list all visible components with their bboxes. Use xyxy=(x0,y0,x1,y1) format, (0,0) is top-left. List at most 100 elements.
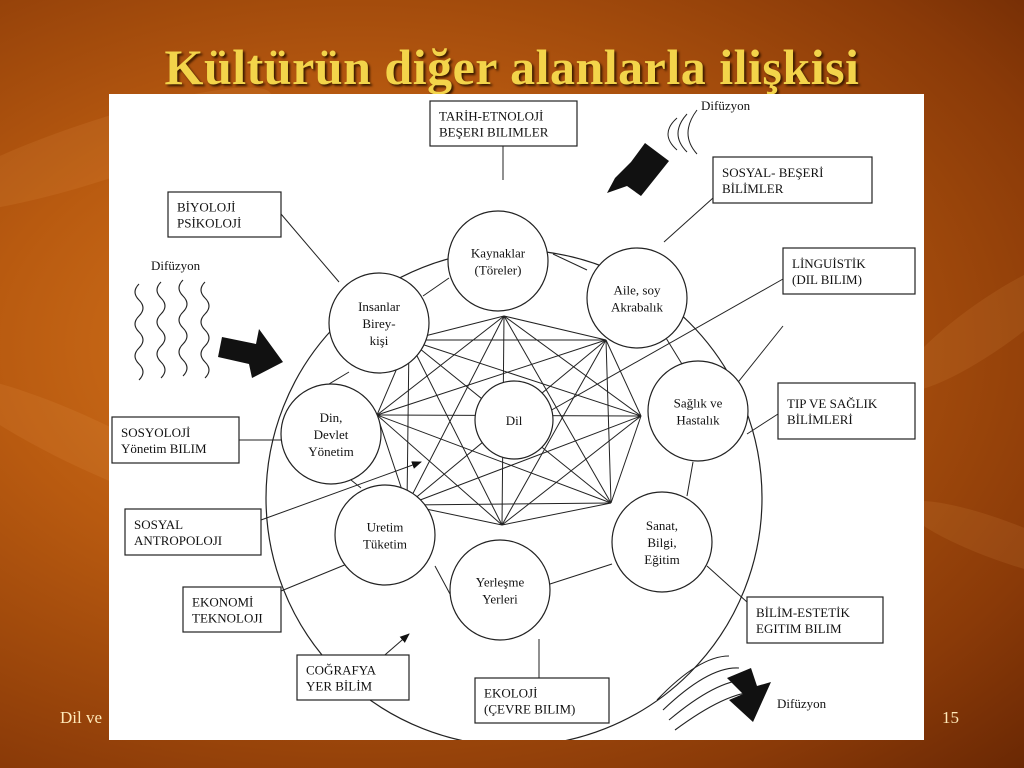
connector-line xyxy=(280,563,348,592)
diffusion-waves-left xyxy=(134,279,210,381)
diffusion-label-bottom-right: Difüzyon xyxy=(777,696,827,711)
node-label: Uretim xyxy=(367,520,404,535)
box-rect xyxy=(111,416,240,464)
diffusion-label-top-right: Difüzyon xyxy=(701,98,751,113)
box-label: TEKNOLOJI xyxy=(192,611,263,626)
node-circle xyxy=(474,380,554,460)
box-rect xyxy=(296,654,410,701)
node-circle xyxy=(280,383,382,485)
connector-line xyxy=(350,479,362,489)
node-label: Kaynaklar xyxy=(471,246,526,261)
box-label: EKONOMİ xyxy=(192,595,253,610)
node-label: Bilgi, xyxy=(647,535,676,550)
node-sanat: Sanat, Bilgi, Eğitim xyxy=(611,491,713,593)
box-rect xyxy=(474,677,610,724)
box-label: COĞRAFYA xyxy=(306,663,377,678)
node-circle xyxy=(611,491,713,593)
box-rect xyxy=(182,586,282,633)
connector-line xyxy=(552,253,588,271)
box-rect xyxy=(782,247,916,295)
node-circle xyxy=(647,360,749,462)
box-label: SOSYOLOJİ xyxy=(121,425,190,440)
nodes-layer: Kaynaklar (Töreler) Aile, soyAkrabalıkSağl… xyxy=(280,210,749,641)
node-circle xyxy=(328,272,430,374)
box-rect xyxy=(746,596,884,644)
box-label: ANTROPOLOJI xyxy=(134,533,222,548)
box-label: SOSYAL xyxy=(134,517,183,532)
box-rect xyxy=(167,191,282,238)
connector-line xyxy=(434,565,451,595)
box-label: BEŞERI BILIMLER xyxy=(439,125,549,140)
box-rect xyxy=(777,382,916,440)
connector-line xyxy=(706,565,748,603)
mesh-line xyxy=(501,339,607,526)
box-label: SOSYAL- BEŞERİ xyxy=(722,165,824,180)
node-label: Devlet xyxy=(314,427,349,442)
page-number: 15 xyxy=(942,708,959,727)
box-rect xyxy=(429,100,578,147)
box-label: LİNGUİSTİK xyxy=(792,256,866,271)
node-label: (Töreler) xyxy=(475,263,522,278)
box-label: EKOLOJİ xyxy=(484,686,537,701)
diffusion-arrow-bottom-right xyxy=(727,668,771,722)
node-label: Dil xyxy=(506,413,523,428)
box-label: BİLİMLERİ xyxy=(787,412,853,427)
connector-line xyxy=(663,197,714,243)
node-label: Sanat, xyxy=(646,518,678,533)
node-label: Tüketim xyxy=(363,537,407,552)
diffusion-label-left: Difüzyon xyxy=(151,258,201,273)
box-rect xyxy=(124,508,262,556)
diffusion-arrow-left xyxy=(218,329,283,378)
box-label: BİLİM-ESTETİK xyxy=(756,605,850,620)
node-circle xyxy=(447,210,549,312)
mesh-line xyxy=(406,315,505,506)
mesh-line xyxy=(376,414,612,504)
mesh-line xyxy=(605,339,612,504)
node-circle xyxy=(334,484,436,586)
node-circle xyxy=(586,247,688,349)
diffusion-arrow-top-right xyxy=(607,143,669,196)
box-ekoloji: EKOLOJİ(ÇEVRE BILIM) xyxy=(474,677,610,724)
mesh-line xyxy=(408,339,503,526)
mesh-line xyxy=(610,415,642,504)
connector-line xyxy=(422,277,450,297)
node-circle xyxy=(449,539,551,641)
node-label: Din, xyxy=(320,410,343,425)
mesh-line xyxy=(406,502,612,506)
connector-line xyxy=(328,371,350,385)
node-label: Yerleri xyxy=(482,592,518,607)
culture-relations-diagram: Kaynaklar (Töreler) Aile, soyAkrabalıkSağl… xyxy=(111,98,916,740)
node-label: Yönetim xyxy=(308,444,354,459)
connector-line xyxy=(280,213,340,283)
box-label: Yönetim BILIM xyxy=(121,441,207,456)
box-label: YER BİLİM xyxy=(306,679,373,694)
box-rect xyxy=(712,156,873,204)
box-linguistik: LİNGUİSTİK(DIL BILIM) xyxy=(782,247,916,295)
mesh-line xyxy=(406,339,410,506)
box-label: (ÇEVRE BILIM) xyxy=(484,702,575,717)
mesh-line xyxy=(605,339,642,417)
node-kaynaklar: Kaynaklar (Töreler) xyxy=(447,210,549,312)
arrow-line xyxy=(540,278,784,417)
diffusion-waves-top-right xyxy=(667,109,698,155)
mesh-line xyxy=(501,502,612,526)
node-label: Hastalık xyxy=(676,413,720,428)
node-dil: Dil xyxy=(474,380,554,460)
box-label: TARİH-ETNOLOJİ xyxy=(439,109,543,124)
mesh-line xyxy=(376,339,607,416)
node-label: Eğitim xyxy=(644,552,679,567)
